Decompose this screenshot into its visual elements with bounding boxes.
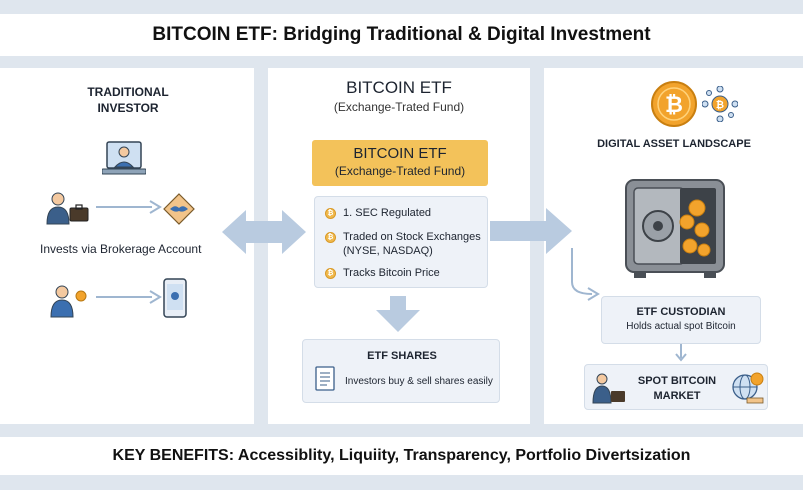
traditional-heading-line2: INVESTOR [97, 101, 159, 115]
custodian-title: ETF CUSTODIAN [636, 306, 726, 318]
custodian-box: ETF CUSTODIAN Holds actual spot Bitcoin [601, 296, 761, 344]
globe-bitcoin-icon [732, 372, 764, 404]
page-title: BITCOIN ETF: Bridging Traditional & Digi… [152, 24, 651, 45]
shares-title: ETF SHARES [367, 350, 437, 362]
small-arrow-icon [96, 200, 162, 214]
etf-shares-box: ETF SHARES Investors buy & sell shares e… [302, 339, 500, 403]
smartphone-icon [163, 278, 187, 318]
bitcoin-bullet-icon: ₿ [325, 208, 336, 219]
down-small-arrow-icon [675, 344, 687, 362]
double-arrow-left-icon [222, 210, 306, 254]
document-icon [315, 366, 335, 391]
features-box: ₿ 1. SEC Regulated ₿ Traded on Stock Exc… [314, 196, 488, 288]
svg-text:₿: ₿ [665, 93, 683, 118]
etf-gold-box: BITCOIN ETF (Exchange-Trated Fund) [312, 140, 488, 186]
small-arrow-icon [96, 290, 162, 304]
feature-exchanges-detail: (NYSE, NASDAQ) [343, 245, 433, 257]
down-arrow-icon [376, 296, 420, 332]
traditional-heading-line1: TRADITIONAL [87, 85, 169, 99]
bitcoin-bullet-icon: ₿ [325, 268, 336, 279]
bitcoin-network-icon: ₿ [702, 86, 738, 122]
digital-heading: DIGITAL ASSET LANDSCAPE [597, 138, 751, 150]
etf-heading: BITCOIN ETF [346, 78, 452, 97]
bitcoin-bullet-icon: ₿ [325, 232, 336, 243]
spot-market-box: SPOT BITCOIN MARKET [584, 364, 768, 410]
businessman-icon [46, 192, 89, 225]
title-bar: BITCOIN ETF: Bridging Traditional & Digi… [0, 14, 803, 56]
handshake-icon [163, 193, 195, 225]
shares-text: Investors buy & sell shares easily [345, 376, 493, 387]
svg-text:₿: ₿ [716, 99, 724, 111]
brokerage-caption: Invests via Brokerage Account [40, 242, 202, 256]
investor-coin-icon [50, 285, 87, 318]
gold-box-subtitle: (Exchange-Trated Fund) [334, 164, 466, 178]
laptop-investor-icon [102, 141, 146, 175]
key-benefits-text: KEY BENEFITS: Accessiblity, Liquiity, Tr… [112, 447, 691, 464]
feature-sec: 1. SEC Regulated [343, 207, 432, 219]
traditional-panel [0, 68, 254, 424]
gold-box-title: BITCOIN ETF [353, 145, 447, 162]
feature-exchanges: Traded on Stock Exchanges [343, 231, 481, 243]
etf-subheading: (Exchange-Trated Fund) [333, 100, 465, 114]
vault-safe-icon [625, 179, 725, 278]
custodian-text: Holds actual spot Bitcoin [626, 321, 736, 332]
market-line1: SPOT BITCOIN [637, 375, 717, 387]
market-line2: MARKET [653, 390, 701, 402]
feature-tracks: Tracks Bitcoin Price [343, 267, 440, 279]
trader-icon [592, 373, 625, 404]
key-benefits-bar: KEY BENEFITS: Accessiblity, Liquiity, Tr… [0, 437, 803, 475]
curved-arrow-icon [571, 248, 600, 301]
right-arrow-icon [490, 208, 572, 254]
bitcoin-coin-icon: ₿ [651, 81, 697, 127]
